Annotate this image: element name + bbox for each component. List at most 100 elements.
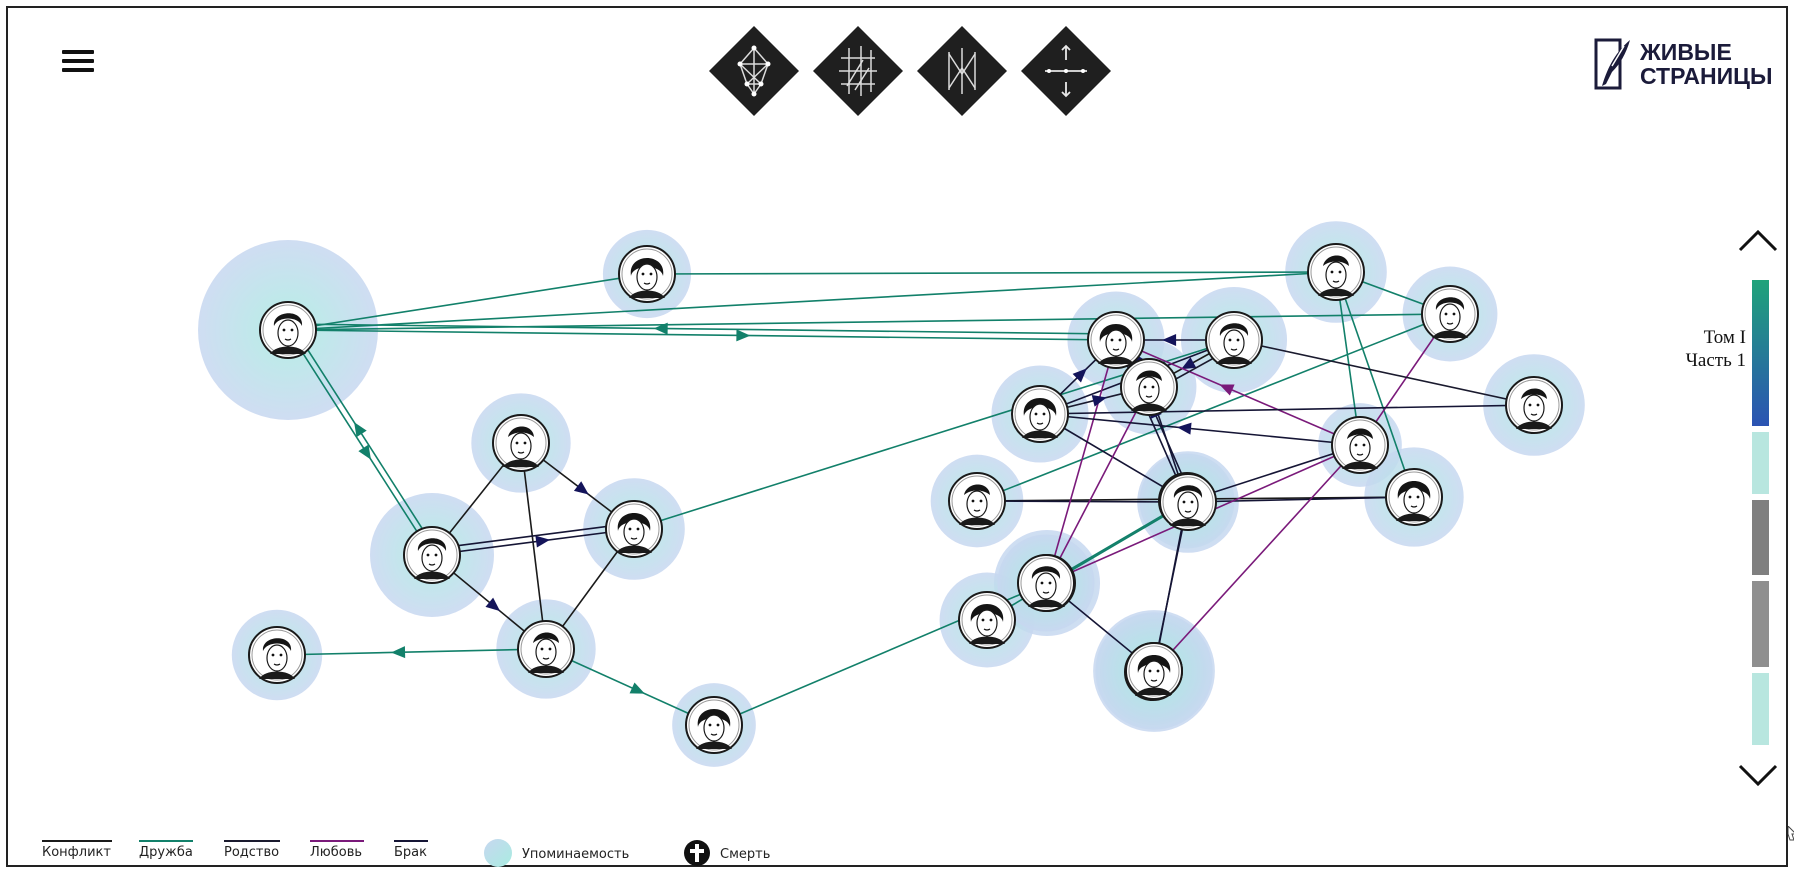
legend-mentions: Упоминаемость (484, 836, 654, 867)
timeline-segment-locked[interactable] (1752, 581, 1769, 667)
death-cross-icon (684, 840, 710, 866)
current-part-label: Том I Часть 1 (1686, 326, 1746, 372)
relation-friendship[interactable] (276, 648, 547, 656)
relation-arrow (535, 535, 551, 548)
menu-button[interactable] (58, 42, 98, 78)
legend-marriage: Брак (394, 836, 434, 866)
legend-death: Смерть (684, 836, 794, 866)
character-node[interactable] (492, 414, 550, 472)
logo-text-line2: СТРАНИЦЫ (1640, 63, 1773, 89)
view-mode-grid[interactable] (811, 24, 905, 118)
timeline-segment-locked[interactable] (1752, 500, 1769, 575)
relation-marriage[interactable] (1187, 496, 1415, 503)
relation-arrow (1219, 384, 1235, 396)
character-node[interactable] (1120, 358, 1178, 416)
relation-friendship[interactable] (287, 329, 433, 556)
relation-conflict[interactable] (520, 442, 547, 650)
legend-kinship-line (224, 840, 280, 842)
relation-friendship[interactable] (292, 326, 438, 553)
relation-arrow (1181, 357, 1197, 370)
relation-marriage[interactable] (1039, 404, 1535, 415)
relation-marriage[interactable] (431, 528, 635, 556)
character-node[interactable] (1011, 385, 1069, 443)
relation-friendship[interactable] (1335, 271, 1361, 446)
relation-arrow (1072, 368, 1087, 383)
timeline-bar (1752, 280, 1769, 745)
app-logo[interactable]: ЖИВЫЕ СТРАНИЦЫ (1590, 36, 1780, 92)
legend: Конфликт Дружба Родство Любовь Брак Упом… (42, 836, 802, 867)
character-node[interactable] (1421, 285, 1479, 343)
logo-text-line1: ЖИВЫЕ (1640, 39, 1732, 65)
relation-arrow (1177, 422, 1192, 435)
timeline-segment-inactive[interactable] (1752, 432, 1769, 494)
character-node[interactable] (1205, 311, 1263, 369)
character-node[interactable] (685, 696, 743, 754)
legend-friendship-line (139, 840, 193, 842)
character-node[interactable] (248, 626, 306, 684)
relation-friendship[interactable] (1335, 271, 1415, 498)
chevron-up-icon (1738, 229, 1778, 252)
character-node[interactable] (1505, 376, 1563, 434)
relation-kinship[interactable] (1233, 339, 1535, 406)
relation-love[interactable] (1046, 339, 1117, 584)
relation-friendship[interactable] (287, 313, 1451, 331)
relation-friendship[interactable] (288, 323, 1117, 335)
relation-marriage[interactable] (1186, 444, 1361, 502)
character-node[interactable] (259, 301, 317, 359)
relation-arrow (1162, 334, 1177, 346)
character-node[interactable] (1385, 468, 1443, 526)
view-mode-network[interactable] (707, 24, 801, 118)
legend-conflict: Конфликт (42, 836, 116, 866)
relation-marriage[interactable] (431, 522, 634, 550)
character-node[interactable] (1017, 554, 1075, 612)
relation-love[interactable] (1115, 339, 1361, 446)
relation-arrow (1091, 395, 1107, 407)
character-node[interactable] (605, 500, 663, 558)
character-node[interactable] (1125, 642, 1183, 700)
timeline-down-button[interactable] (1736, 760, 1780, 790)
relation-arrow (391, 646, 406, 659)
character-node[interactable] (948, 472, 1006, 530)
relation-arrow (485, 597, 501, 612)
volume-title: Том I (1703, 327, 1746, 348)
character-node[interactable] (1159, 473, 1217, 531)
hamburger-icon (62, 50, 94, 54)
relation-friendship[interactable] (545, 648, 715, 726)
relation-arrow (573, 481, 589, 495)
relation-marriage[interactable] (1115, 339, 1188, 502)
character-node[interactable] (1331, 416, 1389, 474)
character-node[interactable] (1307, 243, 1365, 301)
relation-marriage[interactable] (976, 500, 1189, 503)
timeline-segment-inactive[interactable] (1752, 673, 1769, 745)
relation-arrow (358, 444, 371, 460)
legend-conflict-line (42, 840, 112, 842)
grid-layout-icon (813, 26, 903, 116)
timeline-segment-current[interactable] (1752, 280, 1769, 426)
relation-friendship[interactable] (287, 329, 1117, 341)
relation-arrow (629, 682, 645, 694)
character-node[interactable] (618, 245, 676, 303)
character-node[interactable] (958, 591, 1016, 649)
relation-friendship[interactable] (287, 273, 648, 331)
expand-collapse-icon (1021, 26, 1111, 116)
relation-love[interactable] (1152, 444, 1361, 673)
quill-book-icon (1594, 38, 1630, 90)
view-mode-split[interactable] (1019, 24, 1113, 118)
legend-kinship: Родство (224, 836, 284, 866)
character-node[interactable] (517, 620, 575, 678)
legend-love: Любовь (310, 836, 370, 866)
legend-marriage-line (394, 840, 428, 842)
character-node[interactable] (1087, 311, 1145, 369)
relation-friendship[interactable] (646, 271, 1337, 275)
relation-friendship[interactable] (976, 313, 1451, 502)
logo-text: ЖИВЫЕ СТРАНИЦЫ (1640, 40, 1772, 88)
view-mode-columns[interactable] (915, 24, 1009, 118)
view-mode-switcher (707, 24, 1117, 120)
relation-marriage[interactable] (1039, 413, 1361, 446)
relation-love[interactable] (1046, 386, 1150, 584)
character-node[interactable] (403, 526, 461, 584)
columns-layout-icon (917, 26, 1007, 116)
timeline-up-button[interactable] (1736, 226, 1780, 256)
relation-friendship[interactable] (287, 271, 1337, 331)
relation-friendship[interactable] (986, 501, 1189, 621)
